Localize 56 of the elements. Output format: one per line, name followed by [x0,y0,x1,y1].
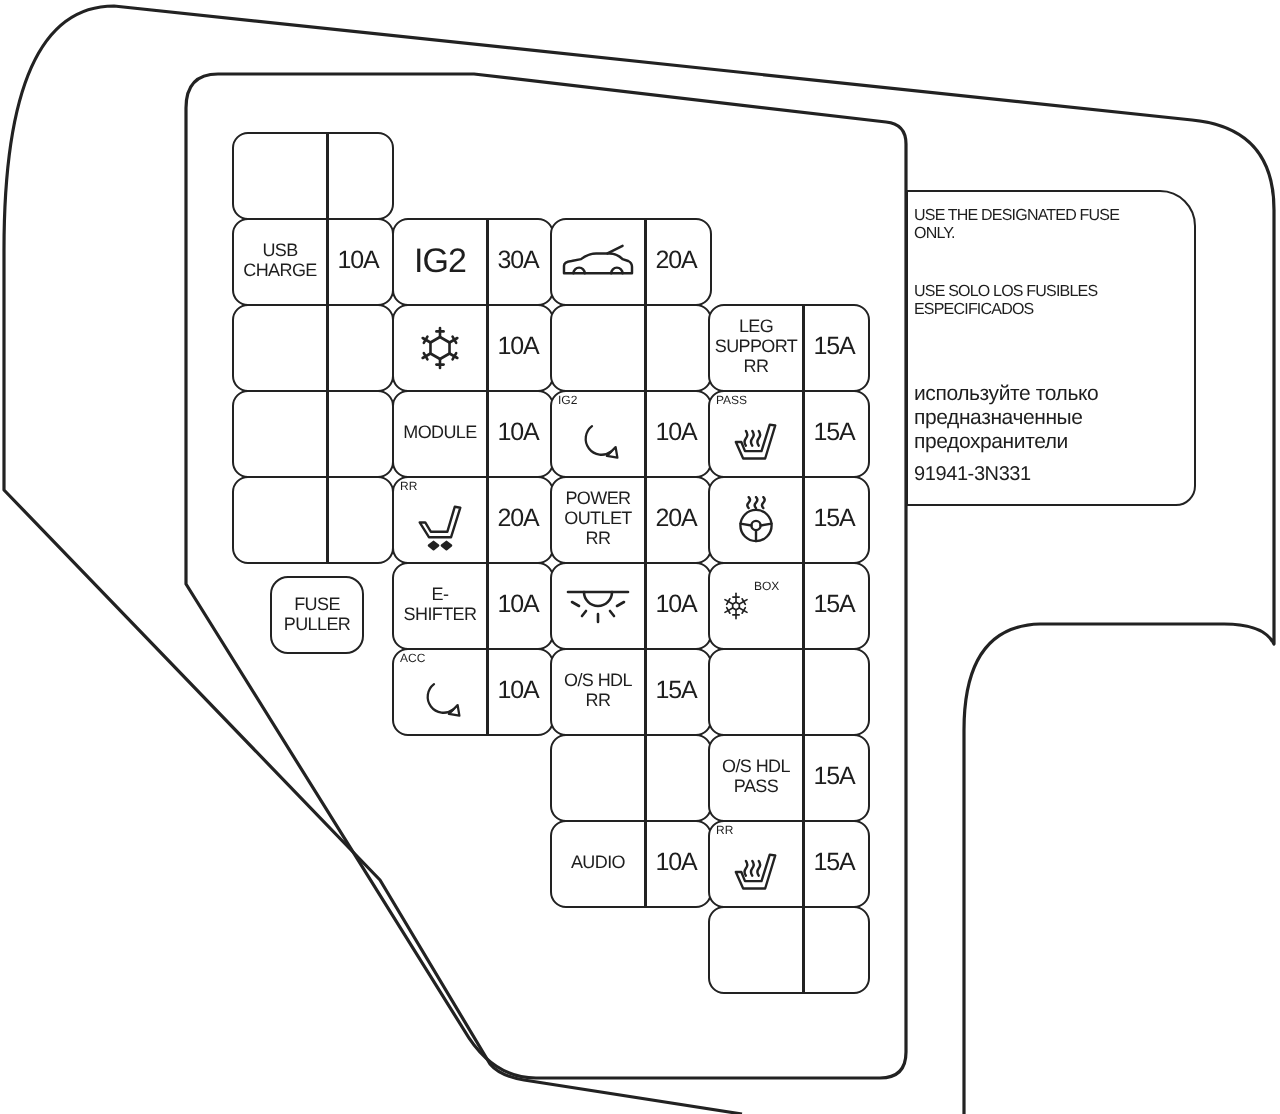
amperage-rating: 15A [813,420,855,448]
amperage-rating: 10A [497,592,539,620]
fuse-slot [550,218,712,306]
fuse-name: MODULE [402,424,478,444]
amperage-rating: 20A [655,506,697,534]
label-panel [906,190,1196,506]
amperage-rating: 10A [337,248,379,276]
amperage-rating: 30A [497,248,539,276]
amperage-rating: 15A [813,506,855,534]
fuse-slot [392,562,554,650]
amperage-rating: 15A [813,334,855,362]
fuse-slot [708,734,870,822]
fuse-slot [550,476,712,564]
amperage-rating: 20A [655,248,697,276]
fuse-slot [708,476,870,564]
amperage-rating: 15A [813,850,855,878]
fuse-slot [392,304,554,392]
amperage-rating: 15A [655,678,697,706]
part-number: 91941-3N331 [914,464,1032,487]
fuse-slot [708,304,870,392]
amperage-rating: 10A [655,592,697,620]
fuse-slot [550,648,712,736]
fuse-name: LEG SUPPORT RR [714,318,798,378]
instruction-text: USE SOLO LOS FUSIBLES ESPECIFICADOS [914,284,1100,320]
empty-fuse-slot [708,906,870,994]
fuse-name: O/S HDL RR [563,672,633,712]
amperage-rating: 10A [497,334,539,362]
amperage-rating: 10A [655,420,697,448]
fuse-slot [708,390,870,478]
fuse-slot [550,562,712,650]
fuse-slot [708,562,870,650]
instruction-text: используйте только предназначенные предохранители [914,384,1100,455]
fuse-slot [232,218,394,306]
fuse-slot [392,648,554,736]
amperage-rating: 15A [813,764,855,792]
fuse-puller-slot [270,576,364,654]
amperage-rating: 10A [497,420,539,448]
empty-fuse-slot [232,132,394,220]
fuse-slot [392,476,554,564]
fuse-slot [550,390,712,478]
fuse-name: AUDIO [570,854,626,874]
amperage-rating: 10A [655,850,697,878]
amperage-rating: 15A [813,592,855,620]
fuse-name: POWER OUTLET RR [563,490,633,550]
fuse-slot [708,820,870,908]
fuse-puller-label: FUSE PULLER [283,595,351,635]
fuse-name: E-SHIFTER [403,586,477,626]
instruction-text: USE THE DESIGNATED FUSE ONLY. [914,208,1122,244]
amperage-rating: 20A [497,506,539,534]
fuse-slot [392,218,554,306]
fuse-name: IG2 [413,243,467,281]
amperage-rating: 10A [497,678,539,706]
fuse-slot [550,820,712,908]
fuse-name: O/S HDL PASS [721,758,791,798]
fuse-slot [392,390,554,478]
fuse-name: USB CHARGE [242,242,318,282]
